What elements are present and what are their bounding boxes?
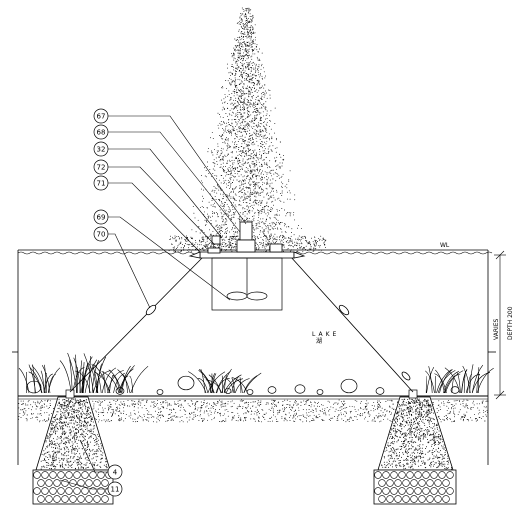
- anchor-footing-left: [32, 389, 114, 505]
- lake-bed-rocks: [26, 375, 460, 395]
- lake-edges: [12, 250, 496, 465]
- callout-bubble-4: 4: [107, 464, 123, 480]
- water-level-label: WL: [440, 242, 450, 249]
- aquatic-plants: [18, 352, 494, 394]
- fountain-spray: [168, 7, 327, 253]
- callout-bubble-70: 70: [93, 226, 109, 242]
- soil-layer: [18, 399, 489, 423]
- callout-bubble-32: 32: [93, 141, 109, 157]
- callout-bubble-72: 72: [93, 159, 109, 175]
- mooring-cables: [69, 255, 414, 393]
- callout-bubble-69: 69: [93, 209, 109, 225]
- dimension-label-varies: VARIES: [493, 318, 500, 340]
- lake-label-cn: 湖: [316, 337, 322, 345]
- floating-fountain-platform: [188, 221, 306, 259]
- submerged-pump-chamber: [211, 257, 283, 311]
- anchor-footing-right: [373, 389, 457, 505]
- depth-dimension: [494, 250, 506, 400]
- callout-bubble-71: 71: [93, 175, 109, 191]
- callout-leaders: [59, 115, 247, 490]
- callout-bubble-67: 67: [93, 108, 109, 124]
- callout-bubble-11: 11: [107, 481, 123, 497]
- dimension-label-depth: DEPTH 200: [507, 306, 514, 340]
- callout-bubble-68: 68: [93, 124, 109, 140]
- lake-label: LAKE: [312, 331, 339, 338]
